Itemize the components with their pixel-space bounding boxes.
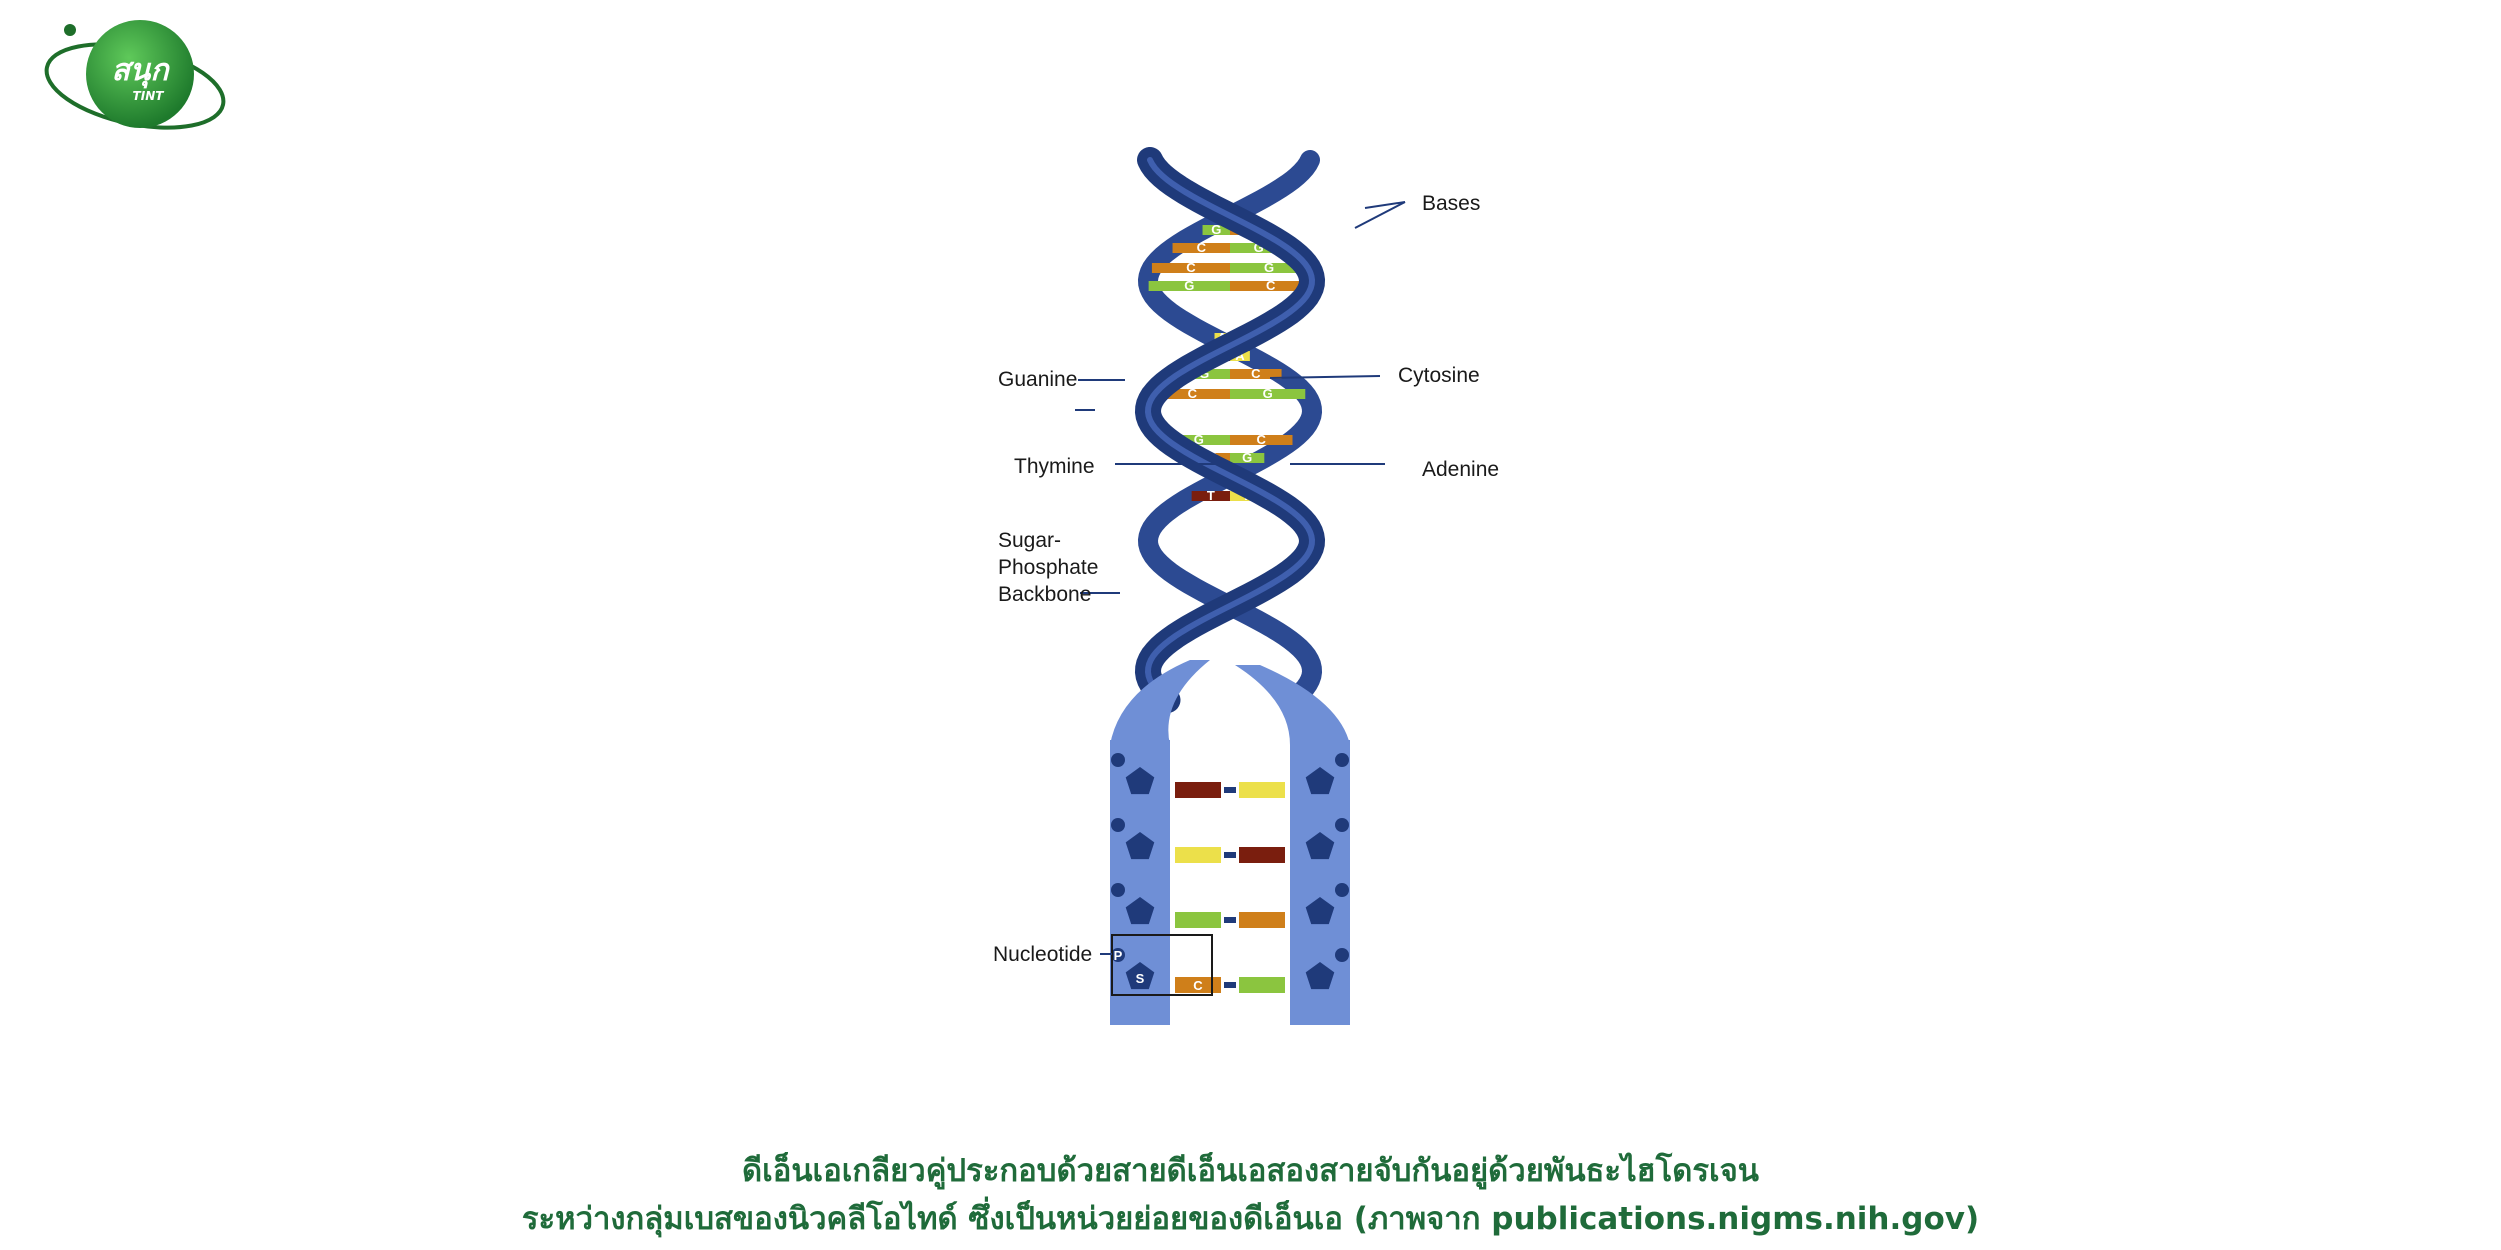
phosphate-circle	[1111, 818, 1125, 832]
base-G	[1167, 435, 1230, 445]
sugar-pentagon	[1125, 897, 1155, 925]
hydrogen-bond	[1224, 852, 1236, 858]
base-G	[1230, 243, 1288, 253]
base-T	[1175, 782, 1221, 798]
phosphate-letter: P	[1114, 948, 1123, 963]
base-T	[1191, 491, 1230, 501]
base-letter: G	[1184, 278, 1194, 293]
base-letter: C	[1257, 432, 1267, 447]
base-C	[1151, 263, 1230, 273]
base-letter: G	[1242, 450, 1252, 465]
base-letter: G	[1254, 240, 1264, 255]
label-backbone-line1: Sugar-	[998, 529, 1061, 552]
base-letter: C	[1197, 240, 1207, 255]
sugar-letter: S	[1136, 971, 1145, 986]
base-letter: G	[1264, 260, 1274, 275]
base-letter: C	[1251, 366, 1261, 381]
sugar-pentagon	[1125, 962, 1155, 990]
base-letter: C	[1186, 260, 1196, 275]
label-backbone-line3: Backbone	[998, 583, 1091, 606]
sugar-pentagon	[1305, 832, 1335, 860]
base-G	[1178, 369, 1230, 379]
label-cytosine: Cytosine	[1398, 364, 1480, 387]
base-letter: C	[1188, 386, 1198, 401]
phosphate-circle	[1111, 948, 1125, 962]
sugar-pentagon	[1305, 962, 1335, 990]
base-G	[1230, 453, 1265, 463]
base-A	[1175, 847, 1221, 863]
logo-subtext: TINT	[133, 89, 165, 103]
ladder-base-pair	[1175, 782, 1285, 798]
base-G	[1230, 263, 1309, 273]
base-letter: T	[1207, 488, 1215, 503]
phosphate-circle	[1111, 753, 1125, 767]
base-letter: C	[1266, 278, 1276, 293]
base-T	[1239, 847, 1285, 863]
sugar-pentagon	[1125, 767, 1155, 795]
base-A	[1230, 351, 1250, 361]
base-letter: C	[1193, 978, 1203, 993]
nucleotide-box	[1111, 934, 1213, 996]
base-letter: A	[1235, 348, 1245, 363]
base-C	[1154, 389, 1230, 399]
base-C	[1230, 435, 1293, 445]
base-G	[1230, 389, 1306, 399]
phosphate-circle	[1111, 883, 1125, 897]
caption-line-2: ระหว่างกลุ่มเบสของนิวคลีโอไทด์ ซึ่งเป็นห…	[521, 1201, 1980, 1237]
ladder-nodes: SP	[1111, 753, 1349, 990]
base-C	[1239, 912, 1285, 928]
ladder-base-pair	[1175, 912, 1285, 928]
helix-to-ladder-transition	[1110, 660, 1210, 745]
label-lines	[1075, 201, 1406, 955]
label-bases: Bases	[1422, 192, 1480, 215]
hydrogen-bond	[1224, 982, 1236, 988]
base-C	[1175, 977, 1221, 993]
label-guanine: Guanine	[998, 368, 1077, 391]
base-G	[1175, 912, 1221, 928]
sugar-pentagon	[1125, 832, 1155, 860]
phosphate-circle	[1335, 883, 1349, 897]
logo-text: สนุก	[112, 53, 171, 89]
label-thymine: Thymine	[1014, 455, 1095, 478]
phosphate-circle	[1335, 948, 1349, 962]
sanook-logo: สนุก TINT	[44, 20, 226, 130]
base-letter: G	[1194, 432, 1204, 447]
phosphate-circle	[1335, 818, 1349, 832]
hydrogen-bond	[1224, 787, 1236, 793]
phosphate-circle	[1335, 753, 1349, 767]
label-adenine: Adenine	[1422, 458, 1499, 481]
label-nucleotide: Nucleotide	[993, 943, 1092, 966]
sugar-pentagon	[1305, 897, 1335, 925]
base-C	[1172, 243, 1230, 253]
base-G	[1239, 977, 1285, 993]
base-letter: G	[1211, 222, 1221, 237]
base-G	[1148, 281, 1230, 291]
base-C	[1230, 281, 1312, 291]
ladder-base-pair	[1175, 847, 1285, 863]
base-G	[1202, 225, 1230, 235]
label-backbone-line2: Phosphate	[998, 556, 1098, 579]
sugar-pentagon	[1305, 767, 1335, 795]
ladder-base-pair: C	[1175, 977, 1285, 993]
base-letter: G	[1263, 386, 1273, 401]
helix-to-ladder-transition-right	[1235, 665, 1350, 745]
logo-globe	[86, 20, 194, 128]
unwound-ladder: SP C	[1110, 660, 1350, 1025]
logo-dot	[64, 24, 76, 36]
hydrogen-bond	[1224, 917, 1236, 923]
base-C	[1230, 369, 1282, 379]
front-strand-highlight	[1144, 157, 1316, 703]
caption-line-1: ดีเอ็นเอเกลียวคู่ประกอบด้วยสายดีเอ็นเอสอ…	[742, 1153, 1759, 1189]
base-A	[1239, 782, 1285, 798]
ladder-rungs: C	[1175, 782, 1285, 993]
